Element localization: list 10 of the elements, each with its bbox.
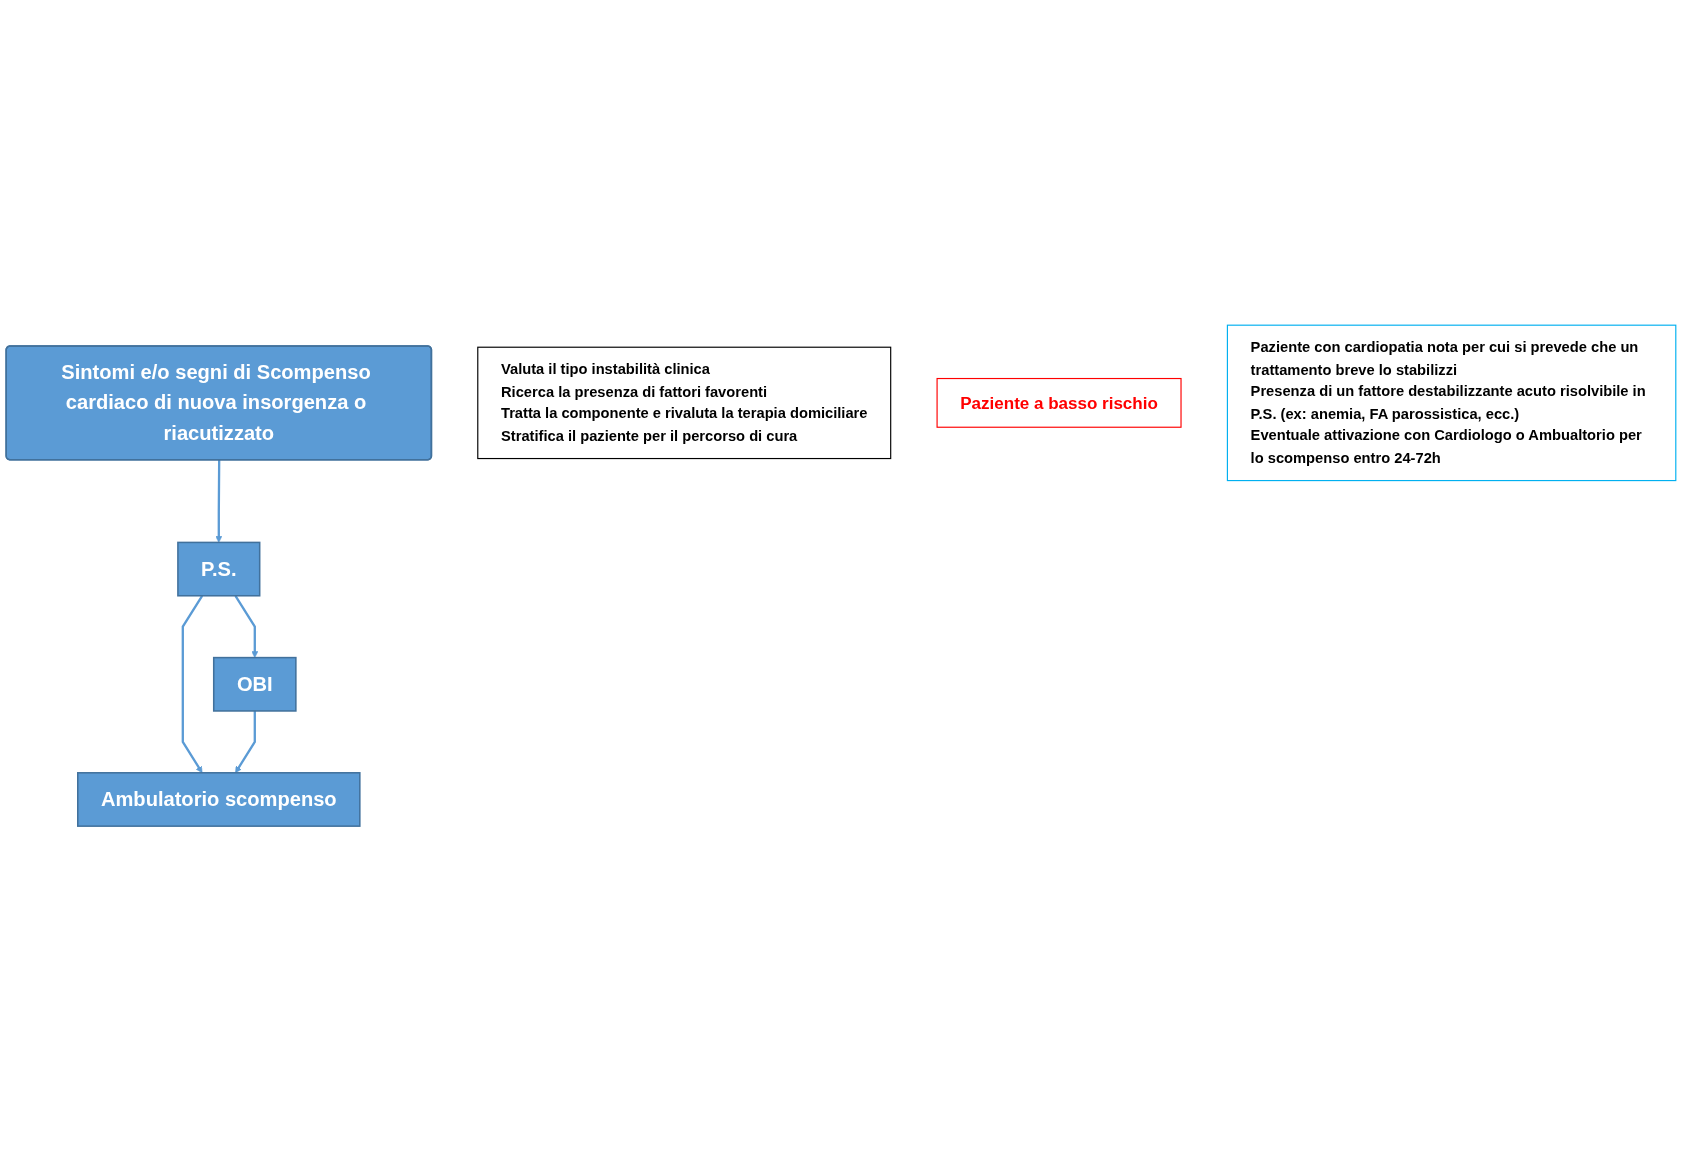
node-box: OBI: [212, 656, 297, 712]
arrow: [235, 710, 256, 773]
arrow: [234, 594, 259, 658]
node-box: Valuta il tipo instabilità clinica Ricerca la presenza di fattori favorenti Tratta la componente e rivaluta la terapia domiciliare Stratifica il paziente per il percorso di cura: [477, 346, 892, 459]
arrow: [215, 459, 223, 543]
arrow: [181, 594, 204, 773]
node-box: Ambulatorio scompenso: [77, 771, 361, 827]
node-box: P.S.: [177, 541, 261, 597]
node-box: Paziente con cardiopatia nota per cui si prevede che un trattamento breve lo stabilizzi Presenza di un fattore destabilizzante acuto risolvibile in P.S. (ex: anemia, FA parossistica, ecc.) Eventuale attivazione con Cardiologo o Ambualtorio per lo scompenso entro 24-72h: [1226, 324, 1677, 481]
node-box: Paziente a basso rischio: [936, 377, 1182, 428]
